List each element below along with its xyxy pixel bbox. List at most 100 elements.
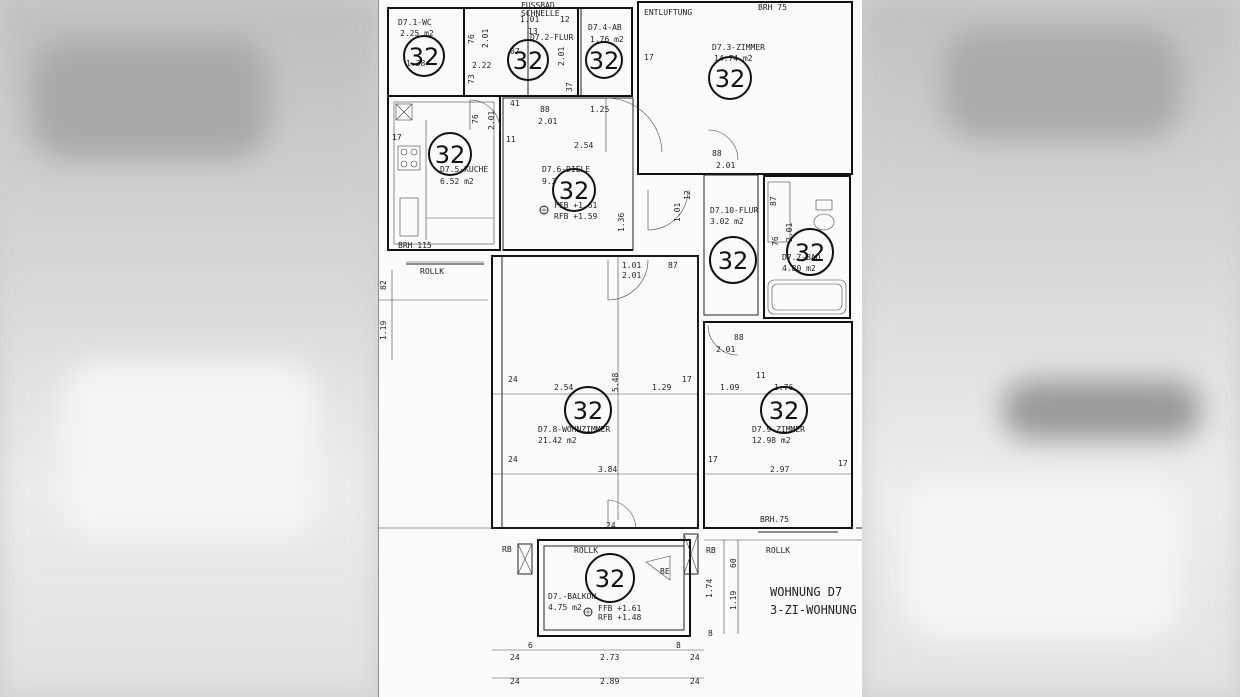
dim-5-48: 5.48 — [611, 373, 620, 392]
dim-12-top: 12 — [560, 15, 570, 24]
dim-1-09: 1.09 — [720, 383, 739, 392]
dim-2-54-wz: 2.54 — [554, 383, 573, 392]
dim-60: 60 — [729, 558, 738, 568]
dimension-labels: 1.01 12 13 76 2.01 2.22 1.38 73 2.01 37 … — [379, 15, 848, 686]
dim-37: 37 — [565, 82, 574, 92]
dim-24-wz-b: 24 — [508, 455, 518, 464]
badge-flur-10: 32 — [709, 236, 757, 284]
room-name-zimmer-9: D7.9-ZIMMER — [752, 425, 805, 434]
dim-1-29: 1.29 — [652, 383, 671, 392]
dim-76-bad: 76 — [771, 236, 780, 246]
dim-1-25: 1.25 — [590, 105, 609, 114]
dim-24-wz-a: 24 — [508, 375, 518, 384]
dim-2-01-wz: 2.01 — [622, 271, 641, 280]
room-area-flur: 07 — [510, 47, 520, 56]
dim-24-door: 24 — [606, 521, 616, 530]
dim-73: 73 — [467, 74, 476, 84]
dim-2-22: 2.22 — [472, 61, 491, 70]
be-label: BE — [660, 567, 670, 576]
floor-plan: D7.1-WC 2.25 m2 D7.2-FLUR 07 D7.4-AB 1.7… — [378, 0, 862, 697]
dim-75-bad: 87 — [769, 196, 778, 206]
dim-1-19-left: 1.19 — [379, 321, 388, 340]
rollk-balkon-label: ROLLK — [574, 546, 598, 555]
svg-text:32: 32 — [409, 43, 440, 71]
dim-17-zimmer9: 17 — [708, 455, 718, 464]
plan-walls — [378, 0, 862, 697]
svg-text:32: 32 — [715, 65, 746, 93]
room-area-ab: 1.76 m2 — [590, 35, 624, 44]
dim-88-zimmer3: 88 — [712, 149, 722, 158]
ffb-diele-label: FFB +1.61 — [554, 201, 598, 210]
dim-8-bottom-a: 8 — [676, 641, 681, 650]
svg-text:32: 32 — [435, 141, 466, 169]
badge-ab: 32 — [585, 41, 623, 79]
badge-flur: 32 — [507, 39, 549, 81]
badge-kueche: 32 — [428, 132, 472, 176]
rb-left-label: RB — [502, 545, 512, 554]
badge-bad: 32 — [786, 228, 834, 276]
brh-top-label: BRH 75 — [758, 3, 787, 12]
dim-6-bottom-a: 6 — [528, 641, 533, 650]
room-area-kueche: 6.52 m2 — [440, 177, 474, 186]
badge-zimmer-3: 32 — [708, 56, 752, 100]
dim-17-wz: 17 — [682, 375, 692, 384]
apartment-title-line2: 3-ZI-WOHNUNG — [770, 603, 857, 617]
brh-zimmer-label: BRH.75 — [760, 515, 789, 524]
dim-2-01-diele: 2.01 — [538, 117, 557, 126]
room-area-diele: 9.3 — [542, 177, 557, 186]
dim-88-zimmer9: 88 — [734, 333, 744, 342]
dim-8-balkon: 8 — [708, 629, 713, 638]
blurred-left-background — [0, 0, 378, 697]
dim-41: 41 — [510, 99, 520, 108]
svg-text:32: 32 — [589, 47, 620, 75]
room-area-wohnzimmer: 21.42 m2 — [538, 436, 577, 445]
floor-plan-drawing: D7.1-WC 2.25 m2 D7.2-FLUR 07 D7.4-AB 1.7… — [378, 0, 862, 697]
dim-24-bottom-a: 24 — [510, 653, 520, 662]
dim-2-89: 2.89 — [600, 677, 619, 686]
rb-right-label: RB — [706, 546, 716, 555]
dimension-lines — [391, 256, 739, 679]
dim-2-01-kueche: 2.01 — [487, 111, 496, 130]
room-name-bad: D7.7-BAD — [782, 253, 821, 262]
room-area-balkon: 4.75 m2 — [548, 603, 582, 612]
room-name-zimmer-3: D7.3-ZIMMER — [712, 43, 765, 52]
dim-2-01-wc: 2.01 — [481, 29, 490, 48]
dim-1-01-flur: 1.01 — [673, 203, 682, 222]
dim-1-74: 1.74 — [705, 579, 714, 598]
svg-text:32: 32 — [769, 397, 800, 425]
dim-1-36: 1.36 — [617, 213, 626, 232]
room-badges: 32 32 32 32 32 32 32 32 32 32 32 — [403, 35, 834, 603]
dim-82: 82 — [379, 280, 388, 290]
entluftung-label: ENTLUFTUNG — [644, 8, 692, 17]
svg-text:32: 32 — [795, 239, 826, 267]
badge-balkon: 32 — [585, 553, 635, 603]
room-area-bad: 4.80 m2 — [782, 264, 816, 273]
rollk-left-label: ROLLK — [420, 267, 444, 276]
dim-88-diele: 88 — [540, 105, 550, 114]
dim-2-97: 2.97 — [770, 465, 789, 474]
room-area-zimmer-9: 12.98 m2 — [752, 436, 791, 445]
plan-annotations: FUSSBAD SCHNELLE ENTLUFTUNG BRH 75 BRH 1… — [398, 1, 790, 622]
svg-text:32: 32 — [718, 247, 749, 275]
ffb-balkon-label: FFB +1.61 — [598, 604, 642, 613]
dim-87-wz: 87 — [668, 261, 678, 270]
rfb-balkon-label: RFB +1.48 — [598, 613, 642, 622]
dim-11-zimmer9: 11 — [756, 371, 766, 380]
room-name-flur-10: D7.10-FLUR — [710, 206, 758, 215]
badge-diele: 32 — [552, 168, 596, 212]
room-name-ab: D7.4-AB — [588, 23, 622, 32]
dim-76-kueche: 76 — [471, 114, 480, 124]
dim-12-flur: 12 — [683, 190, 692, 200]
room-name-wc: D7.1-WC — [398, 18, 432, 27]
badge-wc: 32 — [403, 35, 445, 77]
dim-24-bottom-d: 24 — [690, 677, 700, 686]
svg-text:32: 32 — [595, 565, 626, 593]
dim-2-01-flur: 2.01 — [557, 47, 566, 66]
dim-17-right: 17 — [838, 459, 848, 468]
svg-text:32: 32 — [573, 397, 604, 425]
badge-wohnzimmer: 32 — [564, 386, 612, 434]
apartment-title: WOHNUNG D7 3-ZI-WOHNUNG — [770, 585, 857, 617]
room-area-wc: 2.25 m2 — [400, 29, 434, 38]
dim-2-01-zimmer3: 2.01 — [716, 161, 735, 170]
badge-zimmer-9: 32 — [760, 386, 808, 434]
